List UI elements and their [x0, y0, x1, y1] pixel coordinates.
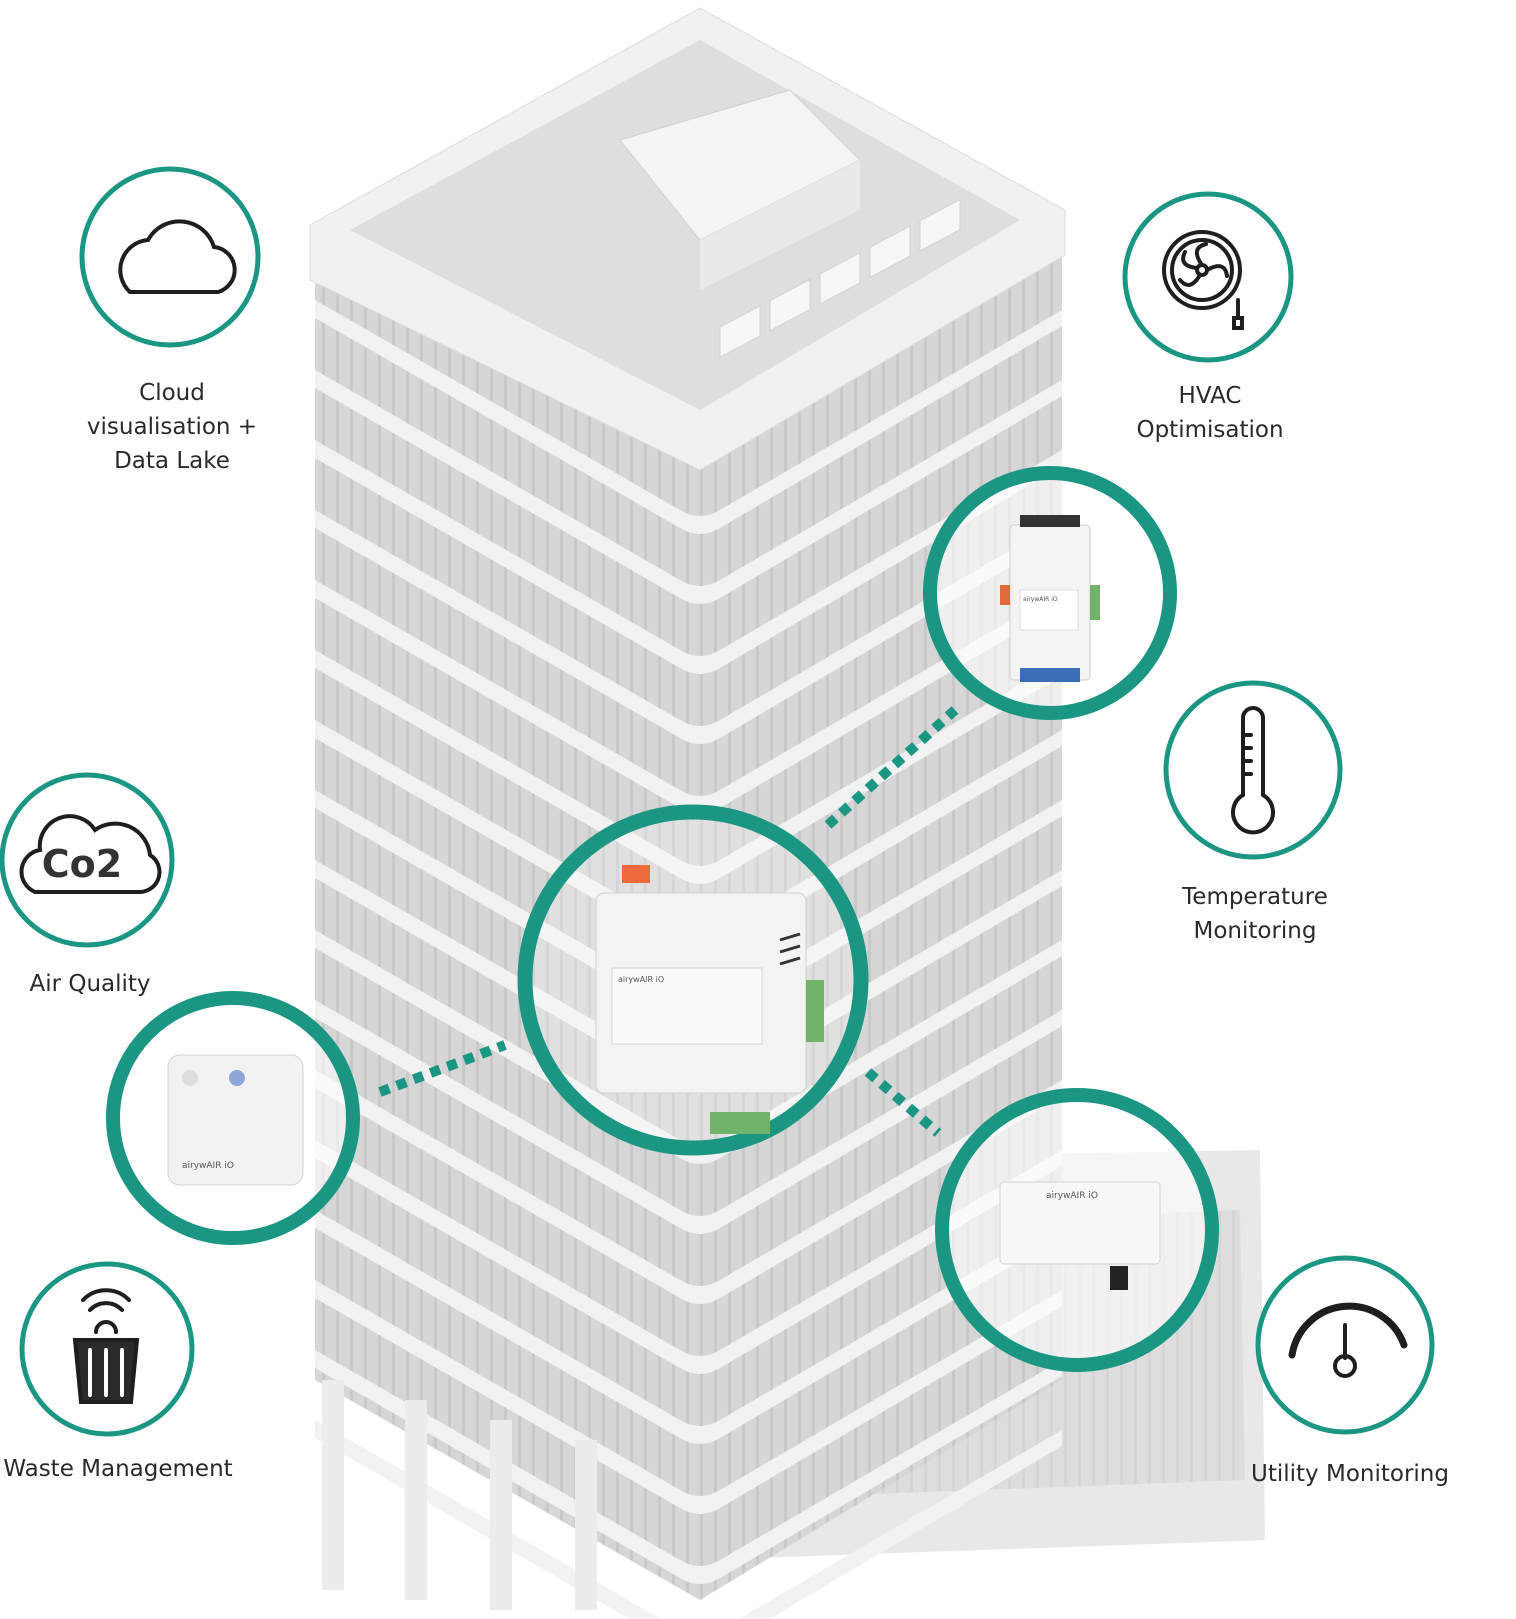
co2-icon-text: Co2 [42, 842, 122, 886]
temperature-label-line: Temperature [1182, 884, 1328, 910]
cloud-label-line: Data Lake [114, 448, 230, 474]
cloud-label: Cloud visualisation + Data Lake [87, 376, 257, 478]
connector-enclosure-sensor [864, 1068, 942, 1137]
device-brand-label: airywAIR iO [182, 1161, 234, 1171]
gauge-icon [1288, 1302, 1408, 1378]
utility-label: Utility Monitoring [1251, 1457, 1449, 1491]
utility-label-line: Utility Monitoring [1251, 1461, 1449, 1487]
hvac-label-line: Optimisation [1136, 417, 1284, 443]
air-quality-label: Air Quality [29, 967, 150, 1001]
smart-bin-icon [72, 1288, 140, 1404]
device-room-sensor[interactable]: airywAIR iO [106, 991, 360, 1245]
device-brand-label: airywAIR iO [1046, 1191, 1098, 1201]
hvac-feature-circle [1122, 191, 1294, 363]
cloud-label-line: visualisation + [86, 414, 258, 440]
cloud-feature-circle [79, 166, 261, 348]
device-io-module[interactable]: airywAIR iO [923, 466, 1177, 720]
building-illustration [309, 7, 1265, 1619]
hvac-label-line: HVAC [1178, 383, 1242, 409]
connectors [378, 706, 959, 1137]
air-quality-label-line: Air Quality [29, 971, 151, 997]
co2-cloud-icon [19, 814, 162, 894]
waste-label: Waste Management [3, 1452, 232, 1486]
device-brand-label: airywAIR iO [618, 975, 664, 984]
waste-label-line: Waste Management [3, 1456, 233, 1482]
cloud-label-line: Cloud [139, 380, 205, 406]
thermometer-icon [1231, 706, 1275, 835]
temperature-label: Temperature Monitoring [1182, 880, 1328, 948]
temperature-label-line: Monitoring [1193, 918, 1317, 944]
connector-room-sensor [378, 1040, 507, 1097]
hvac-label: HVAC Optimisation [1136, 379, 1283, 447]
device-brand-label: airywAIR iO [1023, 596, 1058, 603]
device-central-gateway[interactable]: airywAIR iO [517, 804, 869, 1156]
fan-icon [1162, 230, 1244, 330]
floor-band [315, 1420, 1062, 1619]
temperature-feature-circle [1163, 680, 1343, 860]
cloud-icon [118, 219, 237, 294]
device-enclosure-sensor[interactable]: airywAIR iO [935, 1088, 1219, 1372]
air-quality-feature-circle [0, 772, 175, 948]
